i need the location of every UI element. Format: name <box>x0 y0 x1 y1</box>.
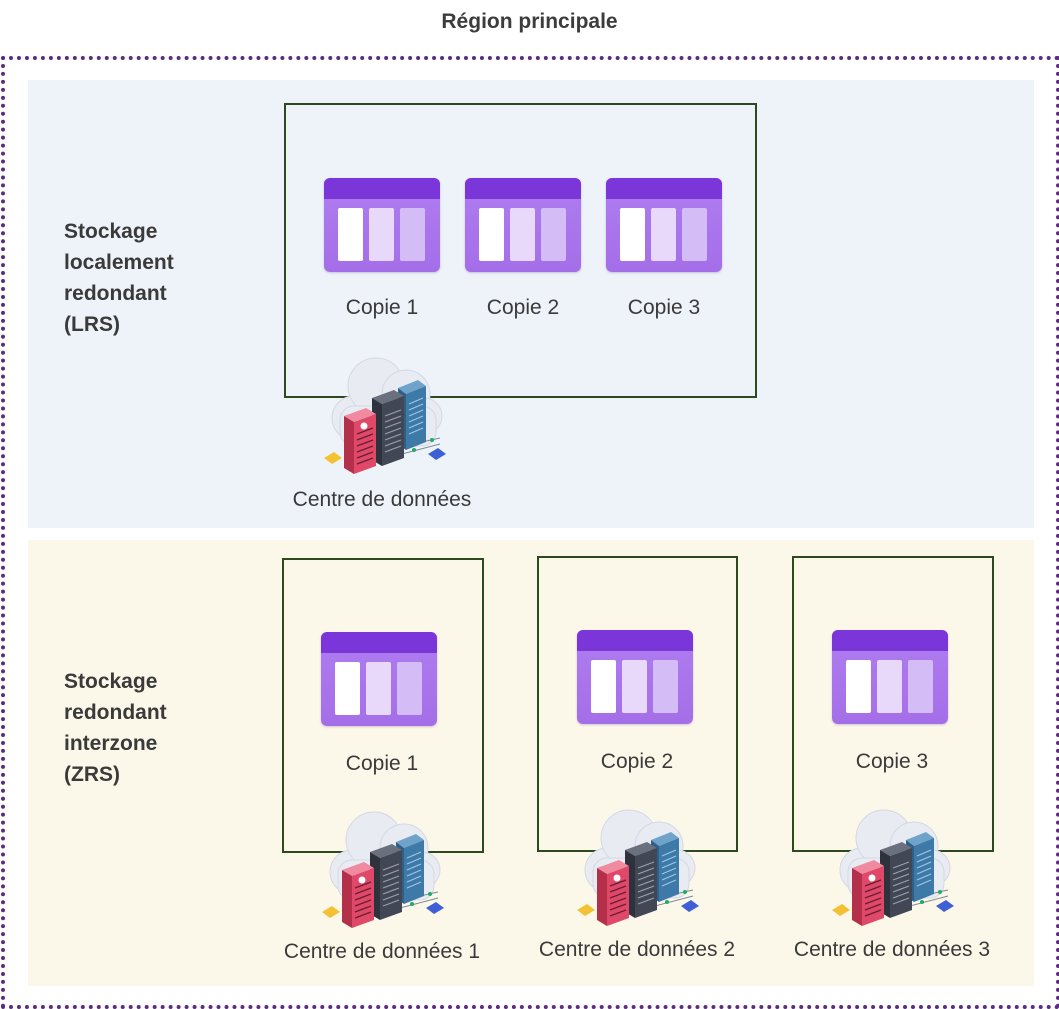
storage-account-icon <box>577 630 693 724</box>
storage-account-icon <box>321 632 437 726</box>
datacenter-icon <box>828 798 958 928</box>
lrs-label: Stockage localement redondant (LRS) <box>64 216 174 340</box>
lrs-copy-label: Copie 3 <box>627 296 701 319</box>
lrs-label-line: (LRS) <box>64 313 120 336</box>
storage-account-icon <box>832 630 948 724</box>
datacenter-icon <box>320 346 450 476</box>
zrs-copy-label: Copie 3 <box>855 750 929 773</box>
zrs-datacenter-label: Centre de données 2 <box>538 938 736 961</box>
lrs-datacenter-box <box>284 103 757 398</box>
zrs-label-line: Stockage <box>64 670 158 693</box>
storage-account-icon <box>465 178 581 272</box>
lrs-datacenter-label: Centre de données <box>292 488 472 511</box>
zrs-label: Stockage redondant interzone (ZRS) <box>64 666 167 790</box>
datacenter-icon <box>318 800 448 930</box>
storage-account-icon <box>606 178 722 272</box>
lrs-panel <box>28 80 1034 528</box>
lrs-label-line: localement <box>64 251 174 274</box>
lrs-label-line: Stockage <box>64 220 158 243</box>
region-border <box>1 56 1059 1009</box>
datacenter-icon <box>573 798 703 928</box>
zrs-datacenter-label: Centre de données 1 <box>283 940 481 963</box>
lrs-copy-label: Copie 1 <box>345 296 419 319</box>
lrs-label-line: redondant <box>64 282 167 305</box>
zrs-label-line: redondant <box>64 701 167 724</box>
zrs-label-line: interzone <box>64 732 158 755</box>
region-title: Région principale <box>441 10 618 33</box>
lrs-copy-label: Copie 2 <box>486 296 560 319</box>
zrs-datacenter-label: Centre de données 3 <box>793 938 991 961</box>
zrs-copy-label: Copie 1 <box>345 752 419 775</box>
zrs-copy-label: Copie 2 <box>600 750 674 773</box>
zrs-label-line: (ZRS) <box>64 763 120 786</box>
storage-account-icon <box>324 178 440 272</box>
